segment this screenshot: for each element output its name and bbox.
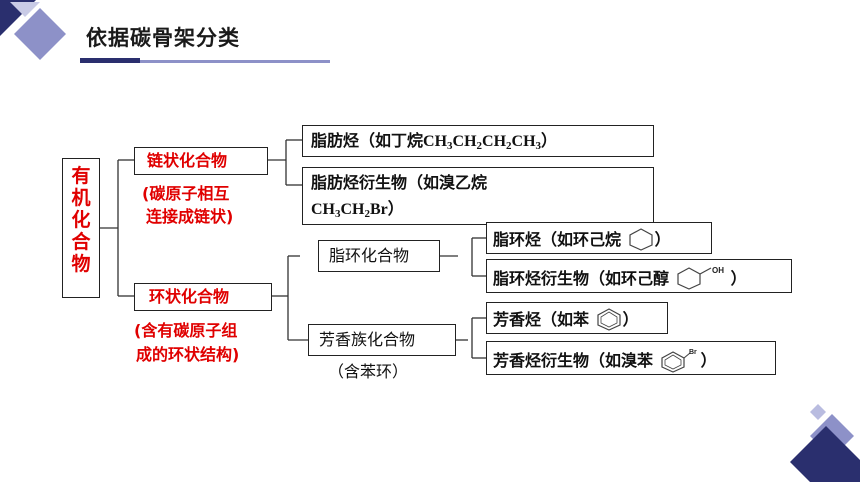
alicyclic-compound-node: 脂环化合物	[318, 240, 440, 272]
cyclohexane-icon	[628, 228, 653, 251]
alicyclic-derivative-node: 脂环烃衍生物（如环己醇 OH ）	[486, 259, 792, 293]
aromatic-note: （含苯环）	[328, 362, 409, 381]
aliphatic-label: 脂肪烃（如丁烷	[311, 131, 424, 150]
root-char: 合	[71, 231, 91, 253]
butane-formula: CH3CH2CH2CH3	[423, 133, 542, 152]
page-title: 依据碳骨架分类	[86, 26, 240, 50]
corner-decoration-topleft	[0, 0, 66, 60]
corner-decoration-bottomright	[790, 404, 860, 482]
aliphatic-deriv-line1: 脂肪烃衍生物（如溴乙烷	[311, 173, 488, 192]
bromoethane-formula: CH3CH2Br）	[311, 199, 404, 220]
alicyclic-hydrocarbon-node: 脂环烃（如环己烷 ）	[486, 222, 712, 254]
root-node-organic-compound: 有 机 化 合 物	[62, 158, 100, 298]
aromatic-compound-node: 芳香族化合物	[308, 324, 456, 356]
aliphatic-derivative-node: 脂肪烃衍生物（如溴乙烷 CH3CH2Br）	[302, 167, 654, 225]
aromatic-derivative-node: 芳香烃衍生物（如溴苯 Br ）	[486, 341, 776, 375]
aliphatic-hydrocarbon-node: 脂肪烃（如丁烷CH3CH2CH2CH3）	[302, 125, 654, 157]
aromatic-hydrocarbon-node: 芳香烃（如苯 ）	[486, 302, 668, 334]
title-underline-light	[140, 60, 330, 63]
cyclohexanol-icon: OH	[676, 266, 724, 290]
hydroxyl-label: OH	[712, 266, 724, 275]
ring-compound-node: 环状化合物	[134, 283, 272, 311]
chain-note-line1: (碳原子相互	[142, 184, 230, 203]
chain-note-line2: 连接成链状)	[146, 207, 234, 226]
bromine-label: Br	[689, 349, 697, 356]
root-char: 有	[71, 165, 91, 187]
root-char: 化	[71, 209, 91, 231]
chain-compound-node: 链状化合物	[134, 147, 268, 175]
benzene-icon	[596, 308, 621, 331]
root-char: 物	[71, 253, 91, 275]
bromobenzene-icon: Br	[660, 349, 697, 373]
ring-note-line2: 成的环状结构)	[136, 345, 240, 364]
root-char: 机	[71, 187, 91, 209]
ring-note-line1: (含有碳原子组	[134, 321, 238, 340]
title-underline-dark	[80, 58, 140, 63]
